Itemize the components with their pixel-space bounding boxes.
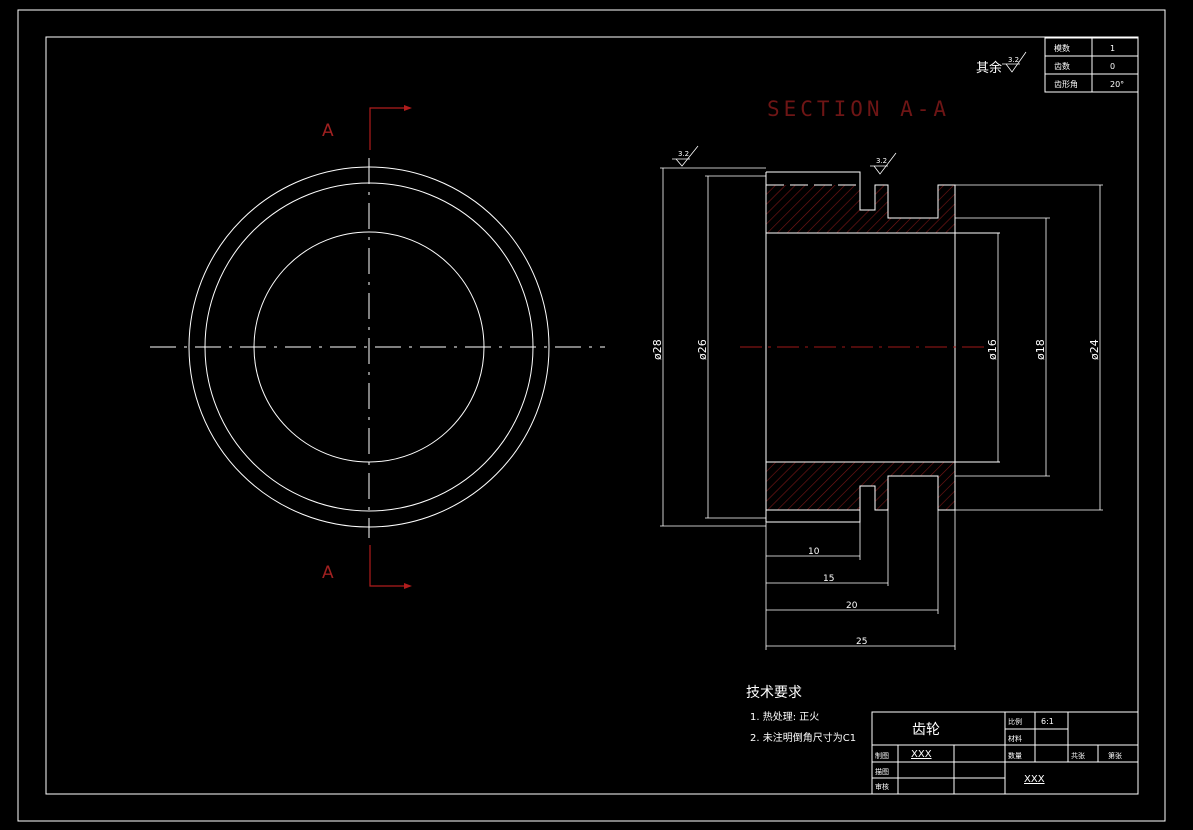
designer-label: 制图 (875, 751, 889, 760)
part-name: 齿轮 (912, 722, 940, 738)
designer-value: XXX (911, 749, 932, 760)
outer-frame (17, 9, 1166, 822)
param-value-2: 0 (1110, 62, 1115, 71)
dim-len1: 10 (808, 547, 820, 557)
checker-label: 描图 (875, 767, 889, 776)
parameter-table: 模数 1 齿数 0 齿形角 20° (1044, 37, 1139, 93)
scale-label: 比例 (1008, 717, 1022, 726)
tech-item-2: 2. 未注明倒角尺寸为C1 (750, 731, 856, 744)
cut-plane-top-marker (369, 107, 404, 150)
roughness-left-value: 3.2 (678, 150, 689, 158)
quantity-label: 数量 (1008, 751, 1022, 760)
cut-arrow-bottom (404, 583, 412, 589)
cut-label-bottom: A (322, 563, 334, 583)
dim-d26: ø26 (696, 339, 709, 360)
dim-len2: 15 (823, 574, 834, 584)
material-label: 材料 (1008, 734, 1022, 743)
param-label-3: 齿形角 (1054, 79, 1078, 89)
other-roughness-value: 3.2 (1008, 56, 1019, 64)
dim-d18: ø18 (1034, 339, 1047, 360)
cut-plane-bottom-marker (369, 545, 404, 587)
tech-item-1: 1. 热处理: 正火 (750, 710, 819, 723)
reviewer-label: 审核 (875, 782, 889, 791)
technical-requirements: 技术要求 1. 热处理: 正火 2. 未注明倒角尺寸为C1 (746, 685, 856, 744)
school-value: XXX (1024, 774, 1045, 785)
param-value-1: 1 (1110, 44, 1115, 53)
roughness-right-value: 3.2 (876, 157, 887, 165)
hatch-top (766, 185, 955, 233)
param-label-2: 齿数 (1054, 61, 1070, 71)
title-block: 齿轮 比例 6:1 材料 数量 共张 第张 制图 XXX 描图 审核 XXX (871, 711, 1139, 795)
section-title: SECTION A-A (767, 97, 950, 121)
tech-heading: 技术要求 (746, 685, 802, 701)
outline-top (766, 171, 956, 234)
dim-d16: ø16 (986, 339, 999, 360)
scale-value: 6:1 (1041, 717, 1054, 726)
other-roughness-symbol (1005, 51, 1027, 73)
cut-arrow-top (404, 105, 412, 111)
inner-frame (45, 36, 1139, 795)
sheet-value: 第张 (1108, 751, 1122, 760)
front-view: A A (150, 105, 605, 589)
param-label-1: 模数 (1054, 43, 1070, 53)
roughness-symbol-left (675, 145, 699, 167)
other-roughness: 其余 3.2 (976, 51, 1027, 76)
dim-d24: ø24 (1088, 339, 1101, 360)
outline-bottom (766, 461, 956, 523)
other-roughness-label: 其余 (976, 60, 1002, 76)
param-value-3: 20° (1110, 80, 1124, 89)
sheet-label: 共张 (1071, 751, 1085, 760)
dim-len3: 20 (846, 601, 858, 611)
roughness-symbol-right (873, 152, 897, 175)
cut-label-top: A (322, 121, 334, 141)
dim-d28: ø28 (651, 339, 664, 360)
section-view: SECTION A-A ø28 ø26 ø16 (651, 97, 1103, 650)
dim-len4: 25 (856, 637, 867, 647)
